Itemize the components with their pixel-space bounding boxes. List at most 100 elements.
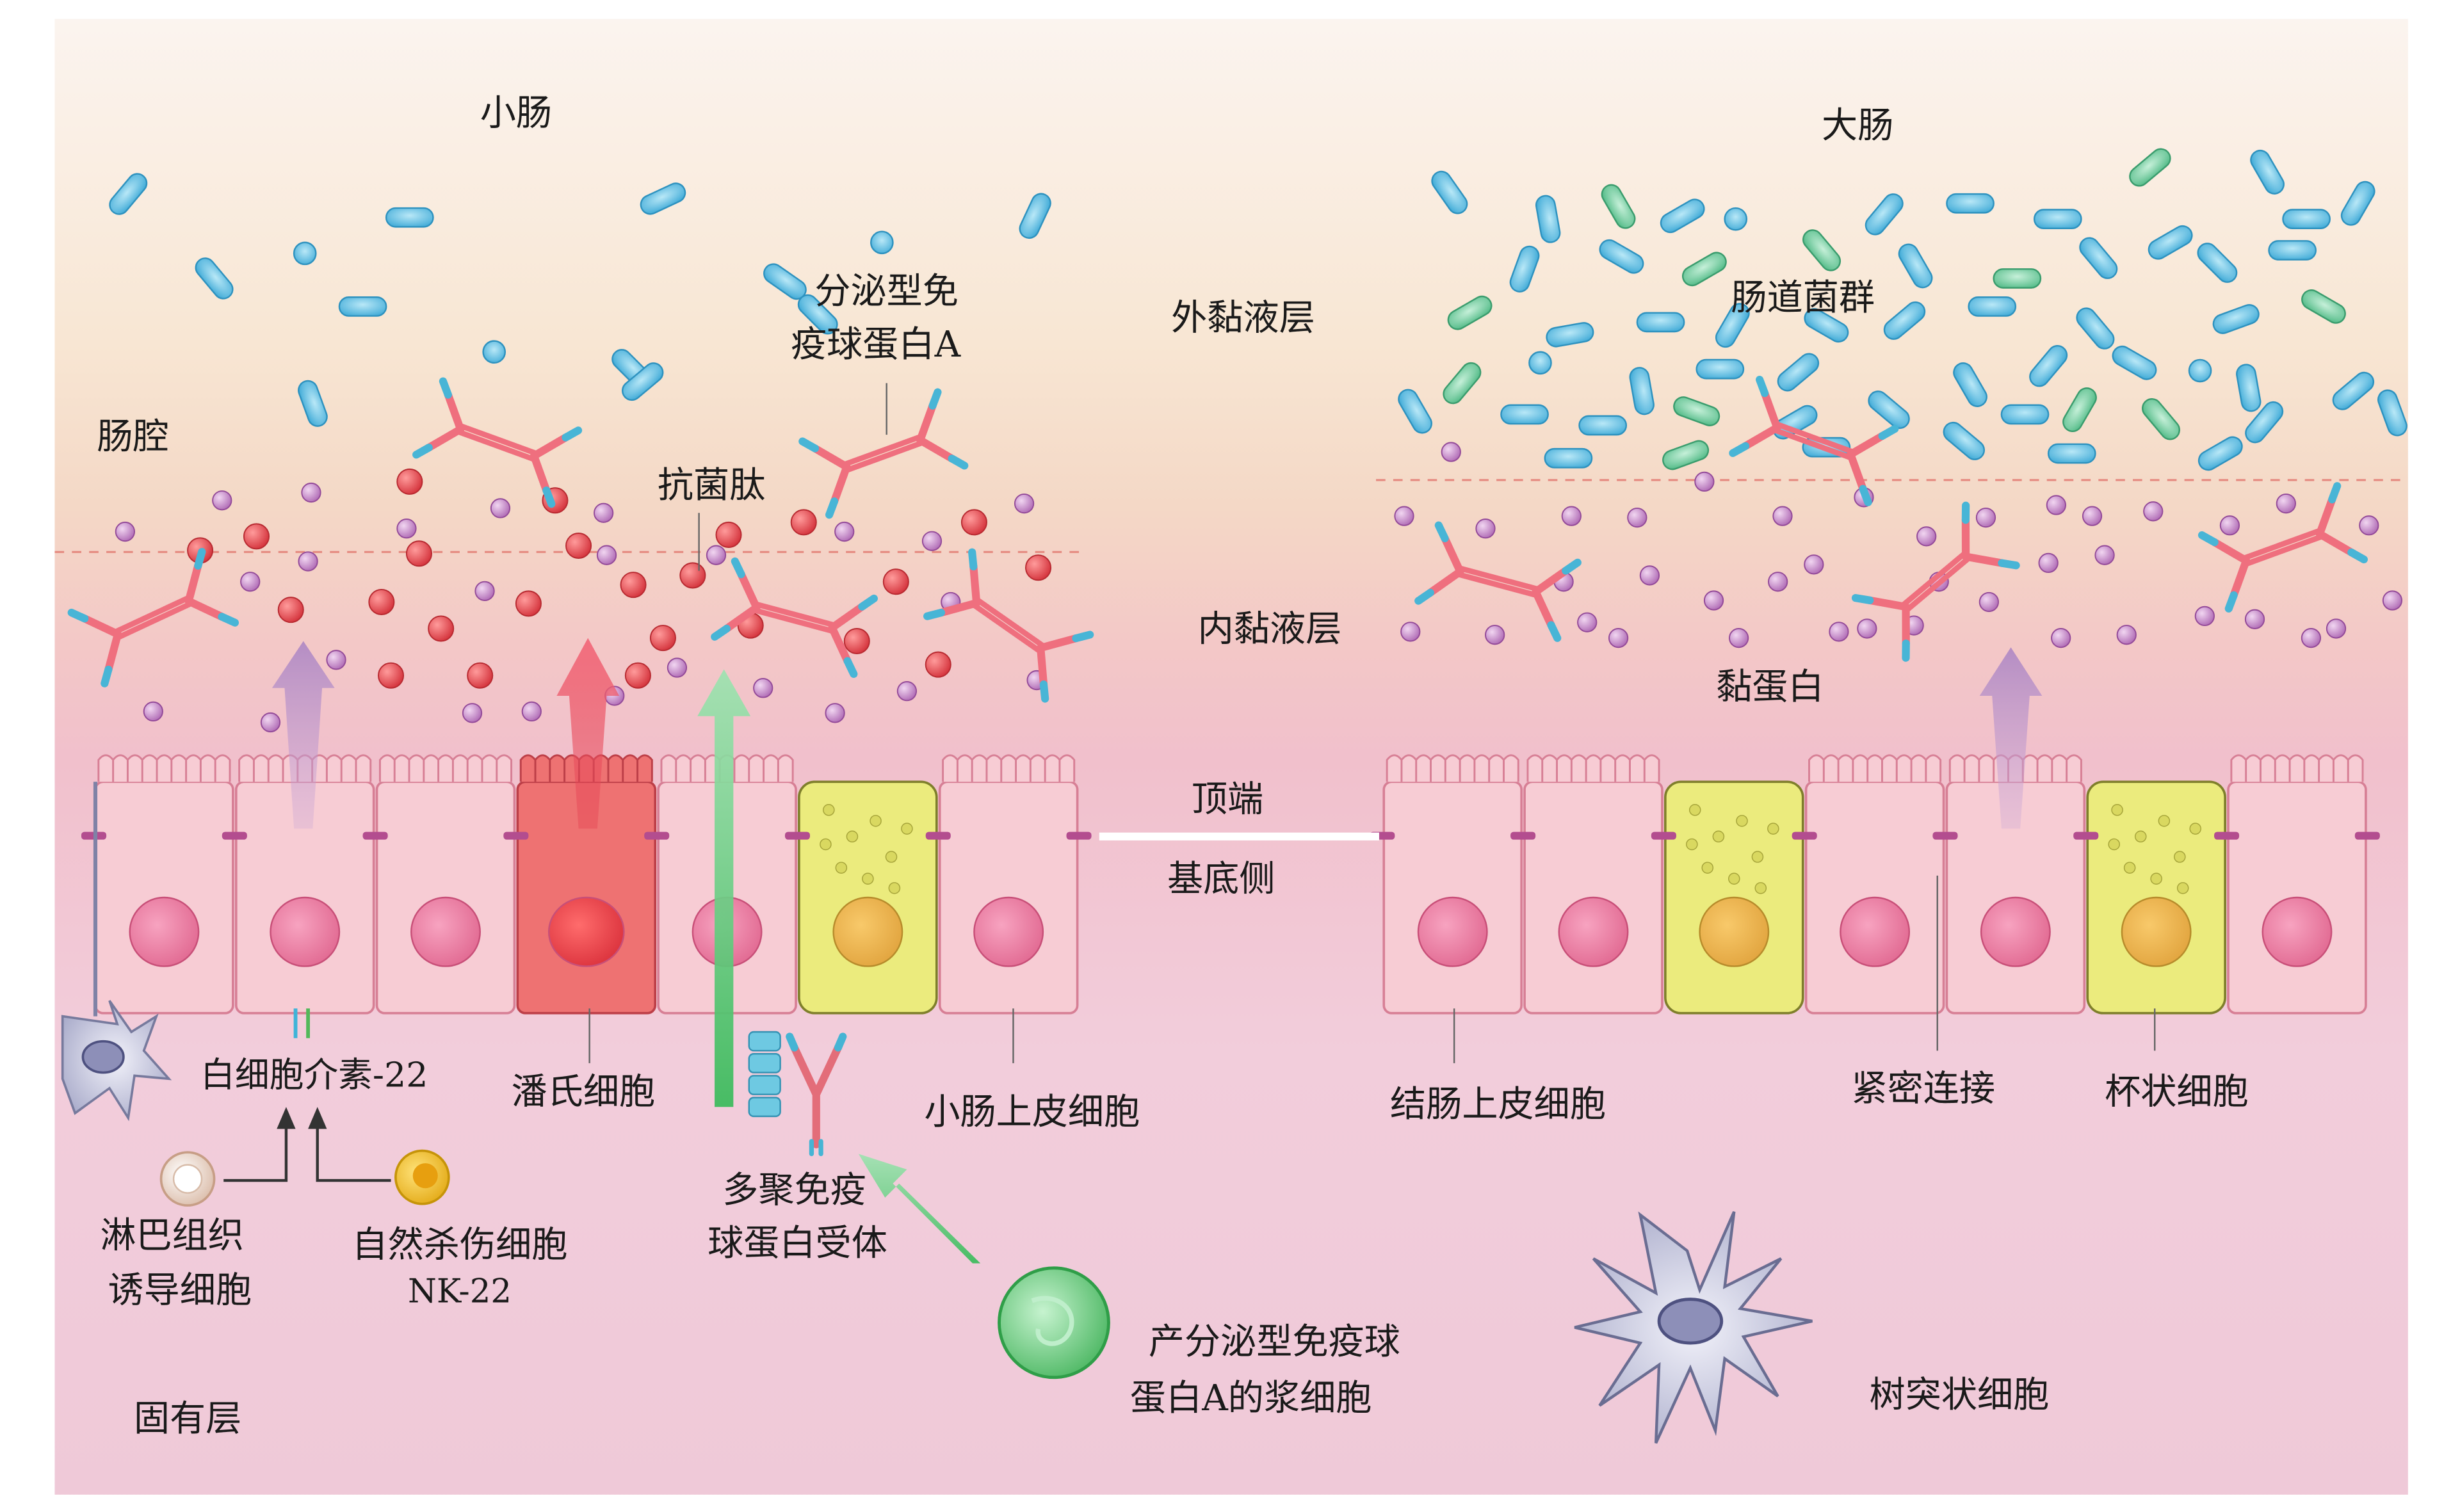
antibody-stroke (2197, 482, 2368, 613)
mucin-granule (1703, 590, 1724, 611)
siga-antibody (798, 388, 969, 519)
goblet-granule (2134, 830, 2147, 843)
mucin-granule (667, 657, 688, 678)
antimicrobial-peptide (790, 509, 817, 536)
bacterium (2212, 304, 2260, 334)
microvilli (1808, 754, 1942, 782)
mucin-granule (1561, 506, 1582, 526)
bacterium (1528, 351, 1552, 375)
antibody-stroke (753, 602, 836, 634)
bacterium (2188, 358, 2212, 383)
microvilli (97, 754, 231, 782)
label-dendritic-cell: 树突状细胞 (1870, 1374, 2050, 1416)
mucin-granule (1627, 507, 1647, 528)
mucin-granule (2244, 609, 2265, 629)
nucleus (2262, 896, 2333, 967)
bacterium (1601, 184, 1636, 229)
antibody-stroke (81, 561, 226, 674)
goblet-granule (2123, 862, 2136, 874)
bacterium (2377, 389, 2408, 437)
microvilli (942, 754, 1076, 782)
bacterium (482, 340, 506, 364)
bacterium (1398, 389, 1432, 434)
bacterium (1802, 229, 1841, 271)
goblet-granule (2174, 851, 2186, 863)
bacterium (1681, 252, 1727, 287)
goblet-cell (1651, 780, 1804, 1015)
mucin-granule (2219, 515, 2240, 536)
epithelial-cell (2214, 754, 2367, 1015)
bacterium (109, 173, 148, 215)
bacterium (2062, 387, 2097, 432)
tight-junction-mark (1932, 832, 1958, 840)
mucin-granule (1014, 493, 1035, 514)
nk22-cell (394, 1149, 450, 1205)
mucin-granule (2094, 545, 2115, 565)
label-nk-line1: 自然杀伤细胞 (352, 1225, 568, 1266)
antibody-stroke (1741, 389, 1886, 493)
lti-to-il22-arrow (223, 1122, 288, 1182)
goblet-granule (1712, 830, 1725, 843)
mucin-granule (2082, 506, 2103, 526)
label-siga-line1: 分泌型免 (814, 271, 959, 312)
nucleus (270, 896, 341, 967)
goblet-granule (823, 803, 835, 816)
iga-transcytosis-arrow (697, 669, 751, 1107)
label-amp: 抗菌肽 (658, 465, 765, 506)
bacterium (2029, 344, 2068, 387)
siga-antibody (67, 547, 239, 688)
mucin-granule (301, 482, 321, 503)
epithelial-cell (1792, 754, 1945, 1015)
antibody-stroke (1773, 422, 1855, 460)
tight-junction-mark (1651, 832, 1676, 840)
antibody-stroke (425, 390, 570, 495)
bacterium (2250, 149, 2285, 195)
goblet-granule (2108, 838, 2120, 851)
label-mucin: 黏蛋白 (1716, 666, 1824, 708)
small-intestine-epithelium (81, 754, 1092, 1015)
mucin-granule (1608, 627, 1629, 648)
goblet-granule (2176, 882, 2189, 894)
bacterium (1953, 362, 1987, 407)
mucin-granule (2276, 493, 2296, 514)
bacterium (293, 241, 317, 266)
bacterium (2197, 436, 2243, 471)
lymphoid-tissue-inducer-cell (159, 1151, 216, 1207)
antibody-stroke (972, 597, 1046, 654)
bacterium (1724, 207, 1748, 231)
siga-antibody (923, 548, 1094, 703)
goblet-granule (885, 851, 898, 863)
nucleus (547, 896, 625, 967)
nk-to-il22-arrow (316, 1122, 391, 1182)
nucleus (1417, 896, 1488, 967)
goblet-granule (901, 823, 913, 835)
mucin-granule (1768, 572, 1788, 592)
nucleus (129, 896, 200, 967)
title-small-intestine: 小肠 (480, 93, 552, 134)
label-plasma-line1: 产分泌型免疫球 (1149, 1321, 1400, 1363)
antibody-stroke (711, 557, 878, 679)
bacterium (2332, 371, 2375, 410)
bacterium (1443, 362, 1482, 405)
bacterium (2268, 240, 2317, 261)
goblet-granule (1701, 862, 1714, 874)
label-siga-line2: 疫球蛋白A (791, 324, 962, 366)
antibody-stroke (811, 401, 956, 506)
mucin-granule (1979, 591, 1999, 613)
bacterium (1629, 367, 1655, 415)
tight-junction-mark (222, 832, 247, 840)
dendritic-cell-right (1574, 1210, 1813, 1444)
antimicrobial-peptide (277, 597, 304, 623)
mucin-granule (921, 531, 943, 551)
bacterium (2340, 181, 2375, 226)
bacterium (1715, 303, 1750, 348)
bacterium (1673, 396, 1720, 426)
bacterium (2047, 443, 2096, 464)
goblet-cell (2073, 780, 2226, 1015)
antibody-stroke (457, 423, 538, 462)
epithelial-cell (1370, 754, 1523, 1015)
antimicrobial-peptide (624, 662, 651, 689)
tight-junction-mark (1792, 832, 1817, 840)
label-pigr-line1: 多聚免疫 (722, 1170, 866, 1211)
